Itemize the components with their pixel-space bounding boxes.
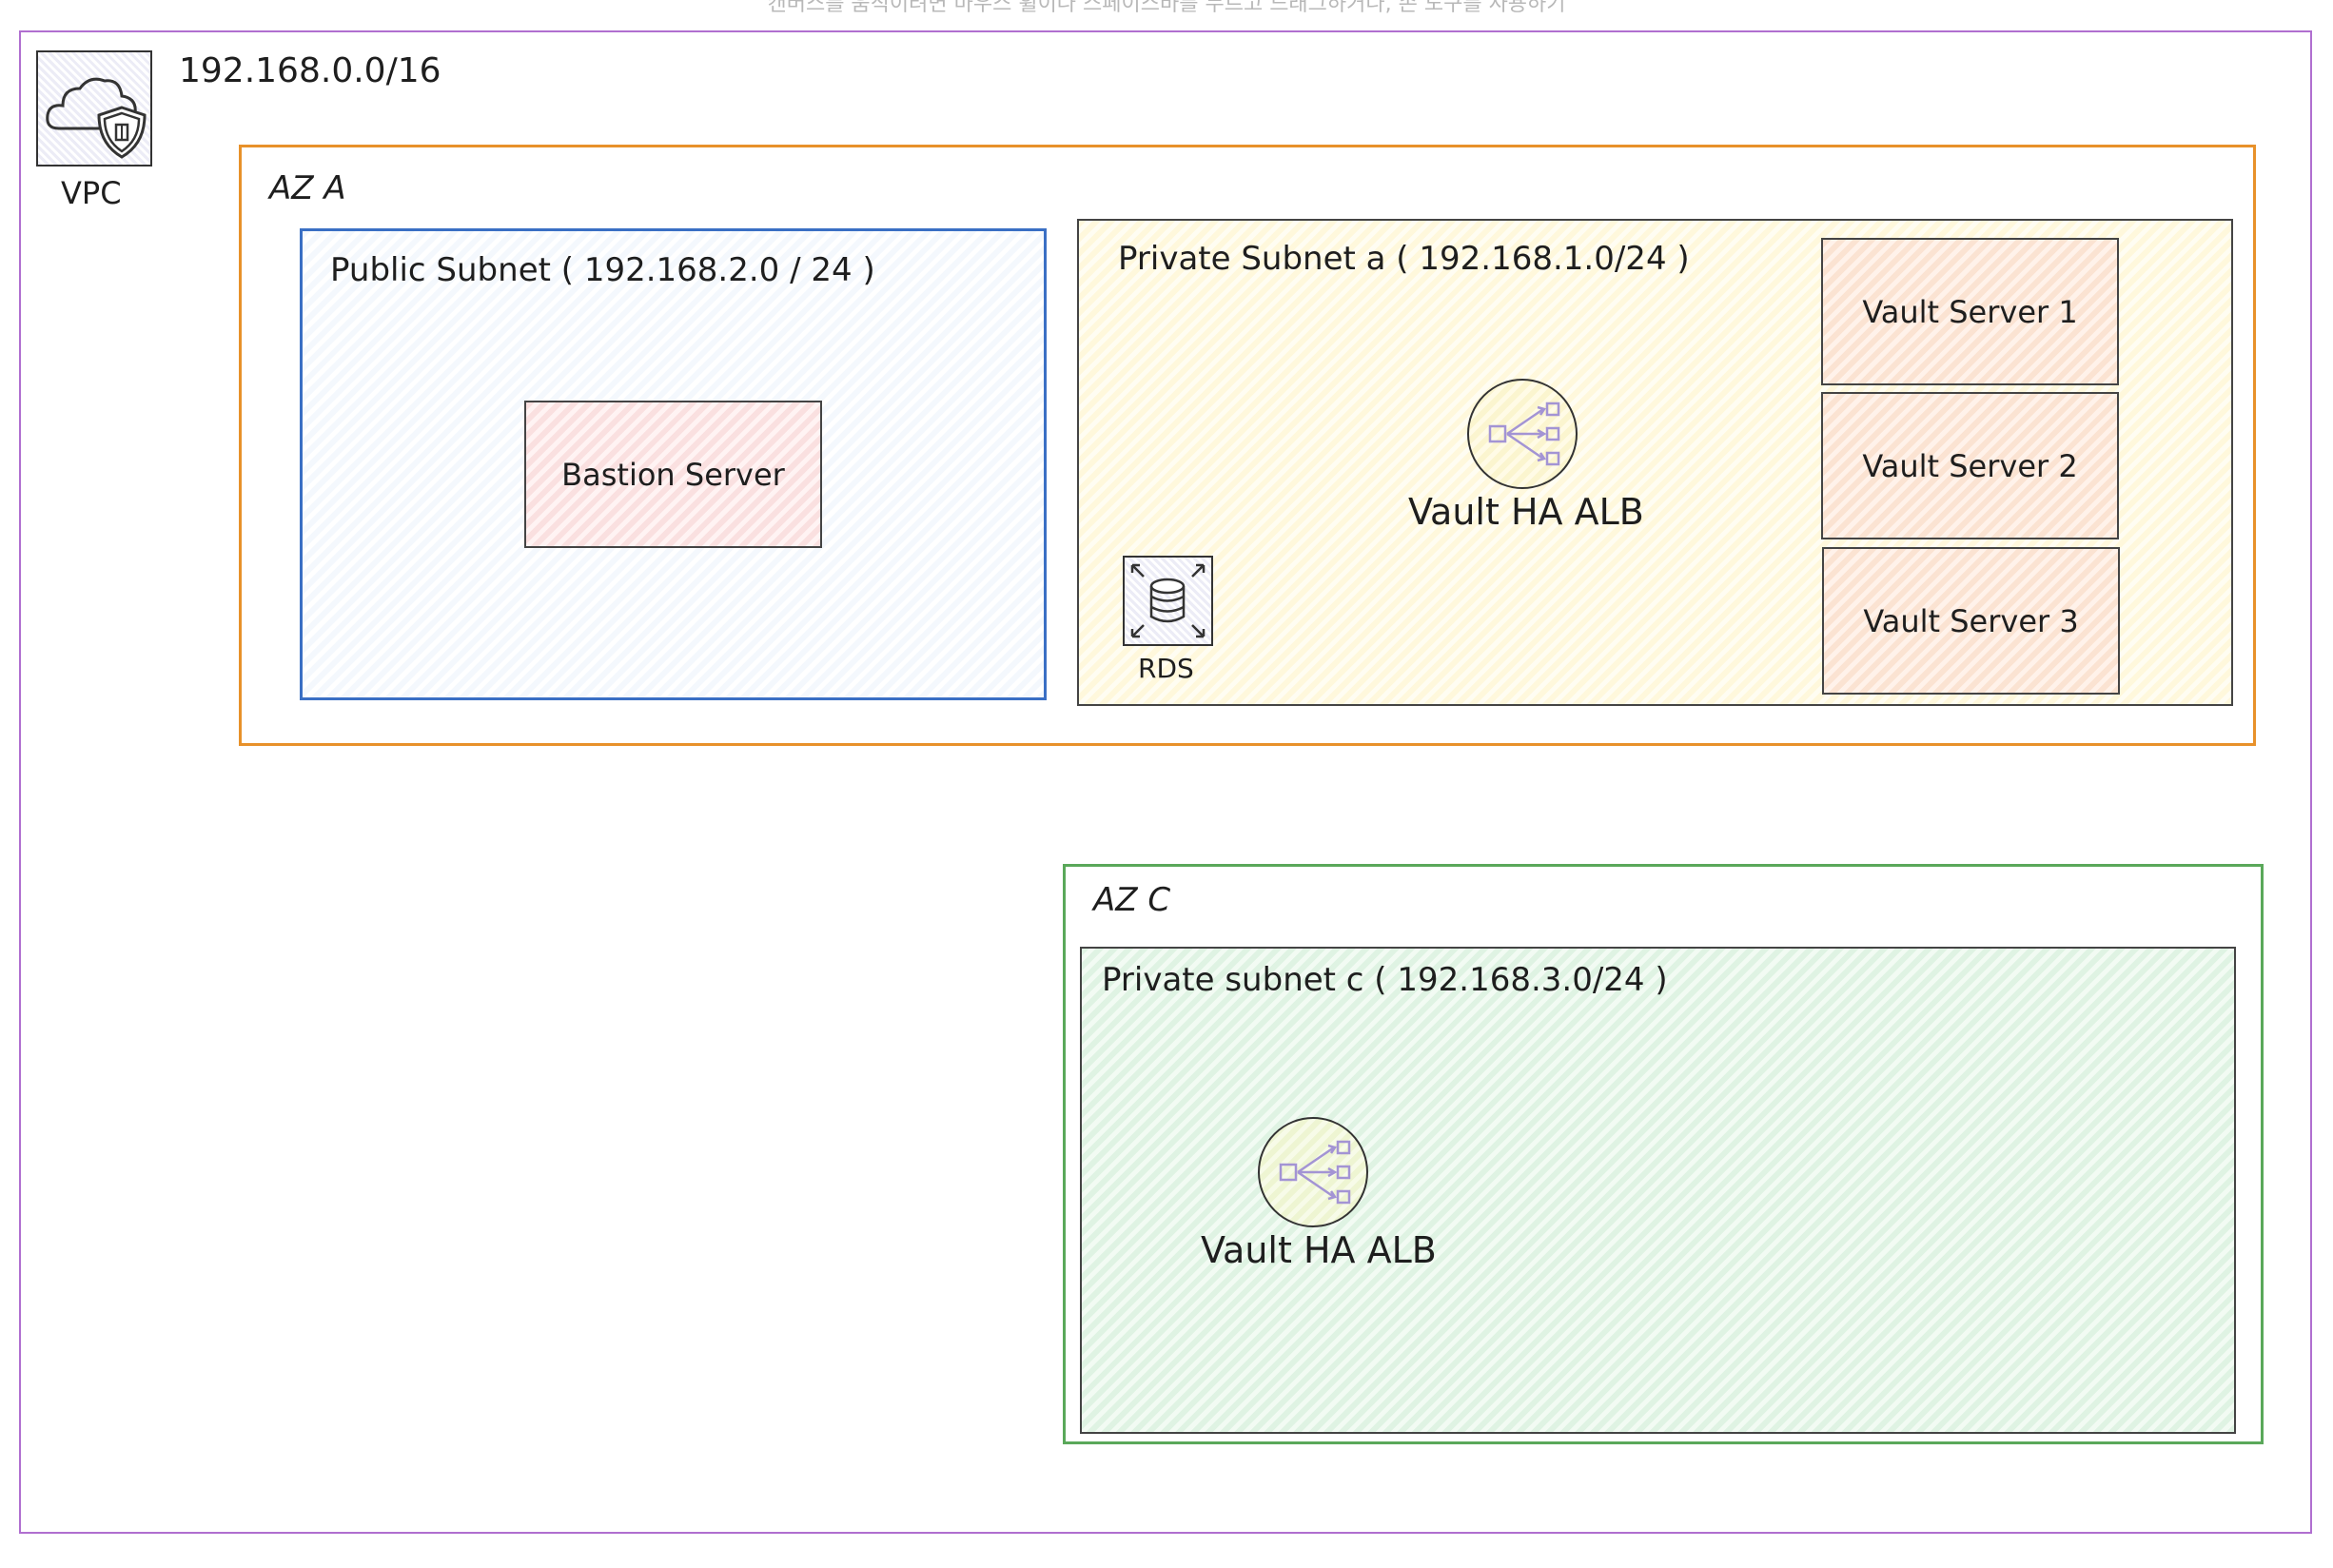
public-subnet-label: Public Subnet ( 192.168.2.0 / 24 ) xyxy=(330,251,875,289)
az-a-label: AZ A xyxy=(269,169,346,207)
az-c-boundary[interactable] xyxy=(1063,864,2264,1444)
vpc-icon[interactable] xyxy=(36,50,152,167)
vpc-icon-label: VPC xyxy=(61,175,122,211)
vault-server-3-label: Vault Server 3 xyxy=(1863,602,2079,639)
vault-server-2-label: Vault Server 2 xyxy=(1862,447,2078,484)
bastion-server-label: Bastion Server xyxy=(561,456,785,493)
az-c-label: AZ C xyxy=(1093,881,1171,919)
bastion-server-node[interactable]: Bastion Server xyxy=(524,401,822,548)
load-balancer-icon xyxy=(1488,402,1560,466)
vault-server-1-node[interactable]: Vault Server 1 xyxy=(1821,238,2119,385)
alb-a-label: Vault HA ALB xyxy=(1408,491,1644,533)
rds-icon[interactable] xyxy=(1123,556,1213,646)
alb-c-label: Vault HA ALB xyxy=(1201,1229,1437,1271)
private-subnet-c[interactable] xyxy=(1080,947,2236,1434)
private-subnet-c-label: Private subnet c ( 192.168.3.0/24 ) xyxy=(1102,961,1668,999)
vpc-boundary[interactable] xyxy=(19,30,2312,1534)
vault-server-3-node[interactable]: Vault Server 3 xyxy=(1822,547,2120,695)
vpc-cidr-label: 192.168.0.0/16 xyxy=(179,51,441,90)
alb-a-icon[interactable] xyxy=(1467,379,1578,489)
load-balancer-icon xyxy=(1279,1140,1351,1205)
vault-server-2-node[interactable]: Vault Server 2 xyxy=(1821,392,2119,539)
database-icon xyxy=(1130,563,1206,638)
private-subnet-a-label: Private Subnet a ( 192.168.1.0/24 ) xyxy=(1118,240,1690,278)
vpc-shield-cloud-icon xyxy=(46,77,147,159)
canvas-hint-text: 캔버스를 움직이려면 마우스 휠이나 스페이스바를 누르고 드래그하거나, 손 … xyxy=(767,0,1566,16)
rds-label: RDS xyxy=(1138,653,1194,684)
az-a-boundary[interactable] xyxy=(239,145,2256,746)
vault-server-1-label: Vault Server 1 xyxy=(1862,293,2078,330)
alb-c-icon[interactable] xyxy=(1258,1117,1368,1227)
